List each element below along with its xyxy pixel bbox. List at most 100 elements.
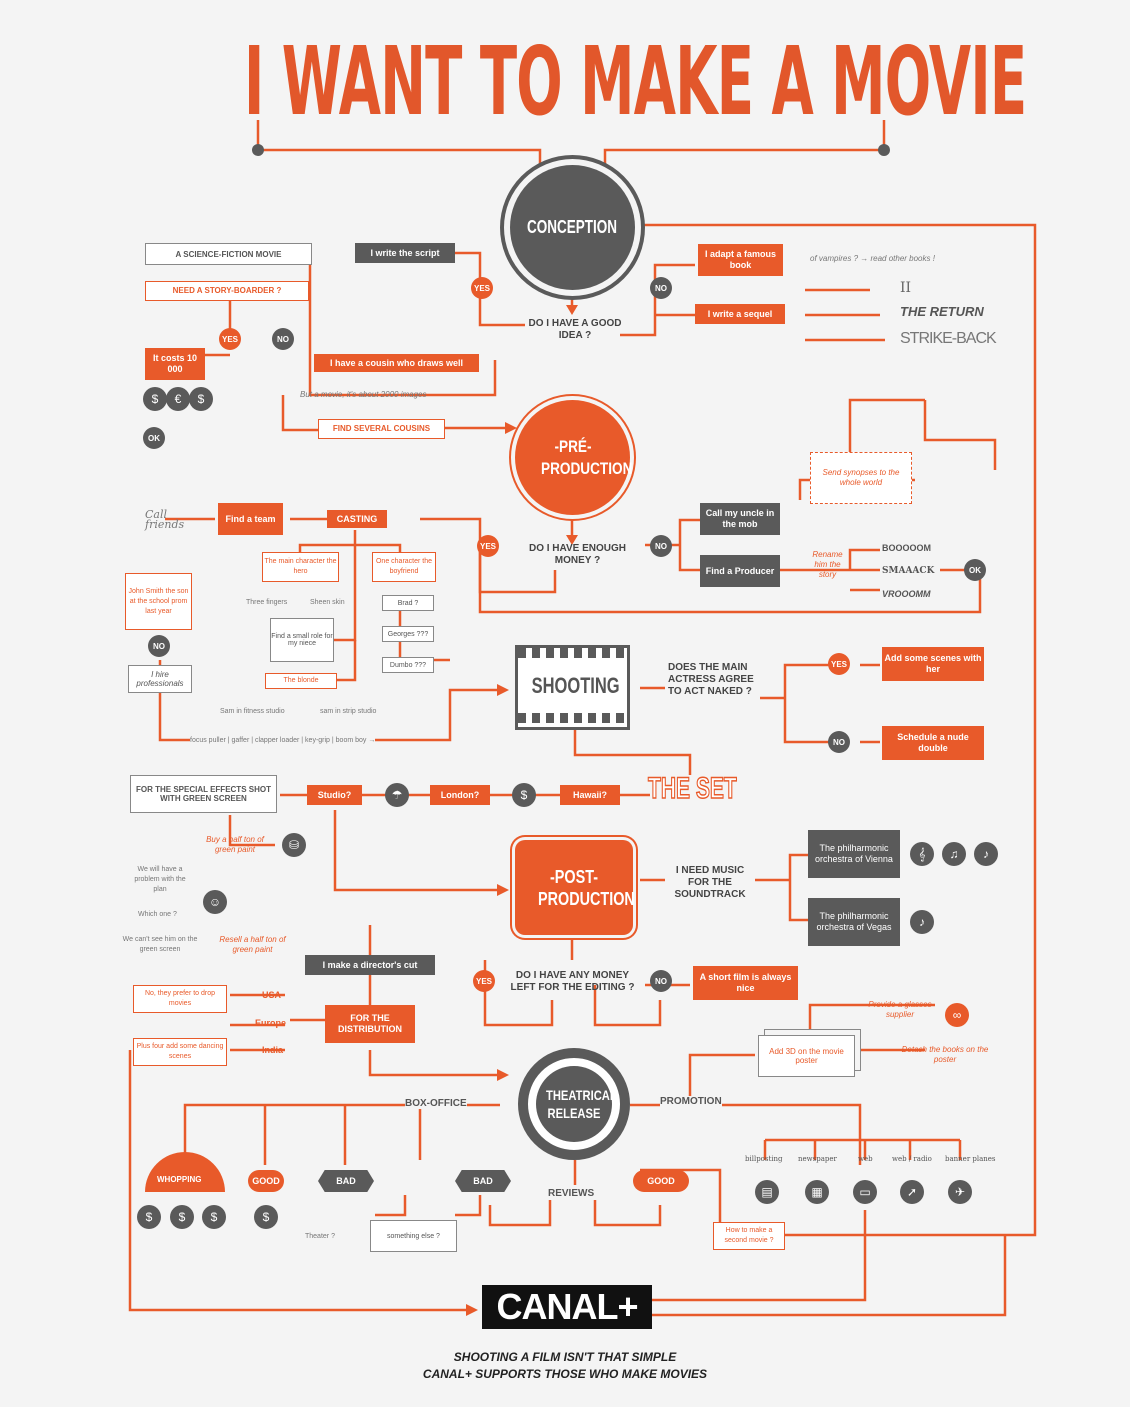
find-team-box: Find a team (218, 503, 283, 535)
sequel-ii: II (900, 280, 912, 296)
alien-icon: ☺ (203, 890, 227, 914)
billposting-label: billposting (745, 1155, 783, 1163)
ok-badge: OK (964, 559, 986, 581)
india-note-box: Plus four add some dancing scenes (133, 1038, 227, 1066)
it-costs-box: It costs 10 000 (145, 348, 205, 380)
reviews-label: REVIEWS (548, 1188, 595, 1199)
crew-list: focus puller | gaffer | clapper loader |… (190, 736, 376, 746)
ok-badge: OK (143, 427, 165, 449)
shooting-label: SHOOTING (531, 673, 620, 698)
london-box: London? (430, 785, 490, 805)
money-bag-icon: $ (202, 1205, 226, 1229)
dumbo-box: Dumbo ??? (382, 657, 434, 673)
no-badge: NO (650, 535, 672, 557)
vampires-note: of vampires ? → read other books ! (810, 254, 935, 263)
pre-production-label: -PRÉ- PRODUCTION (540, 436, 632, 478)
money-bag-icon: $ (137, 1205, 161, 1229)
call-friends-note: Call friends (145, 508, 185, 531)
radio-label: web / radio (892, 1155, 932, 1163)
money-bag-icon: $ (170, 1205, 194, 1229)
sequel-strike: STRIKE-BACK (900, 330, 997, 347)
cursor-icon: ➚ (900, 1180, 924, 1204)
studio-box: Studio? (307, 785, 362, 805)
vegas-box: The philharmonic orchestra of Vegas (808, 898, 900, 946)
resell-note: Resell a half ton of green paint (219, 935, 286, 954)
no-badge: NO (828, 731, 850, 753)
newspaper-icon: ▦ (805, 1180, 829, 1204)
need-music-question: I NEED MUSIC FOR THE SOUNDTRACK (674, 865, 746, 900)
note-icon: ♪ (910, 910, 934, 934)
small-role-box: Find a small role for my niece (270, 618, 334, 662)
billboard-icon: ▤ (755, 1180, 779, 1204)
canal-plus-logo: CANAL+ (482, 1285, 652, 1329)
violin-icon: 𝄞 (910, 842, 934, 866)
send-synopses-box: Send synopses to the whole world (810, 452, 912, 504)
strip-note: sam in strip studio (320, 708, 377, 715)
find-cousins-box: FIND SEVERAL COUSINS (318, 419, 445, 439)
actress-question: DOES THE MAIN ACTRESS AGREE TO ACT NAKED… (668, 662, 754, 697)
tagline-1: SHOOTING A FILM ISN'T THAT SIMPLE (453, 1350, 677, 1364)
money-left-question: DO I HAVE ANY MONEY LEFT FOR THE EDITING… (510, 970, 635, 993)
web-label: web (858, 1155, 873, 1163)
dollar-icon: $ (512, 783, 536, 807)
promotion-label: PROMOTION (660, 1096, 722, 1107)
distribution-box: FOR THE DISTRIBUTION (325, 1005, 415, 1043)
rename-note: Rename him the story (812, 550, 843, 579)
need-storyboarder-box: NEED A STORY-BOARDER ? (145, 281, 309, 301)
add-3d-box: Add 3D on the movie poster (758, 1035, 855, 1077)
whopping-label: WHOPPING (157, 1175, 202, 1184)
plane-icon: ✈ (948, 1180, 972, 1204)
no-badge: NO (148, 635, 170, 657)
post-production-stage: -POST- PRODUCTION (515, 840, 635, 935)
yes-badge: YES (219, 328, 241, 350)
something-else-box: something else ? (370, 1220, 457, 1252)
usa-note-box: No, they prefer to drop movies (133, 985, 227, 1013)
good-idea-question: DO I HAVE A GOOD IDEA ? (528, 318, 622, 341)
post-production-label: -POST- PRODUCTION (538, 866, 635, 909)
brad-box: Brad ? (382, 595, 434, 611)
india-label: India (262, 1045, 284, 1055)
euro-icon: € (166, 387, 190, 411)
yes-badge: YES (828, 653, 850, 675)
hawaii-box: Hawaii? (560, 785, 620, 805)
directors-cut-box: I make a director's cut (305, 955, 435, 975)
theatrical-release-stage: THEATRICAL RELEASE (518, 1048, 630, 1160)
john-box: John Smith the son at the school prom la… (125, 573, 192, 630)
yes-badge: YES (473, 970, 495, 992)
which-one-note: Which one ? (138, 911, 177, 918)
yes-badge: YES (477, 535, 499, 557)
main-char-box: The main character the hero (262, 552, 339, 582)
box-office-label: BOX-OFFICE (405, 1098, 467, 1109)
bang-boom: BOOOOOM (882, 543, 931, 553)
pre-production-stage: -PRÉ- PRODUCTION (515, 400, 632, 515)
tagline-2: CANAL+ SUPPORTS THOSE WHO MAKE MOVIES (422, 1367, 708, 1381)
buy-green-note: Buy a half ton of green paint (206, 835, 264, 854)
find-producer-box: Find a Producer (700, 555, 780, 587)
sound-note: Sam in fitness studio (220, 708, 285, 715)
add-scenes-box: Add some scenes with her (882, 647, 984, 681)
dollar-icon: $ (189, 387, 213, 411)
sequel-return: THE RETURN (900, 304, 984, 319)
no-badge: NO (650, 970, 672, 992)
paint-can-icon: ⛁ (282, 833, 306, 857)
green-screen-box: FOR THE SPECIAL EFFECTS SHOT WITH GREEN … (130, 775, 277, 813)
no-badge: NO (650, 277, 672, 299)
but-a-movie-note: But a movie, it's about 2000 images (300, 390, 427, 399)
usa-label: USA (262, 990, 282, 1000)
hire-box: I hire professionals (128, 665, 192, 693)
glasses-note: Provide a glasses supplier (868, 1000, 932, 1019)
bang-smack: SMAAACK (882, 566, 935, 576)
good-badge: GOOD (248, 1170, 284, 1192)
bad-badge: BAD (318, 1170, 374, 1192)
call-uncle-box: Call my uncle in the mob (700, 503, 780, 535)
good-badge: GOOD (633, 1170, 689, 1192)
write-sequel-box: I write a sequel (695, 304, 785, 324)
theater-note: Theater ? (305, 1233, 335, 1240)
blonde-box: The blonde (265, 673, 337, 689)
adapt-book-box: I adapt a famous book (698, 244, 783, 276)
georges-box: Georges ??? (382, 626, 434, 642)
bad-badge: BAD (455, 1170, 511, 1192)
shooting-stage: SHOOTING (515, 645, 630, 730)
europe-label: Europe (255, 1018, 287, 1028)
